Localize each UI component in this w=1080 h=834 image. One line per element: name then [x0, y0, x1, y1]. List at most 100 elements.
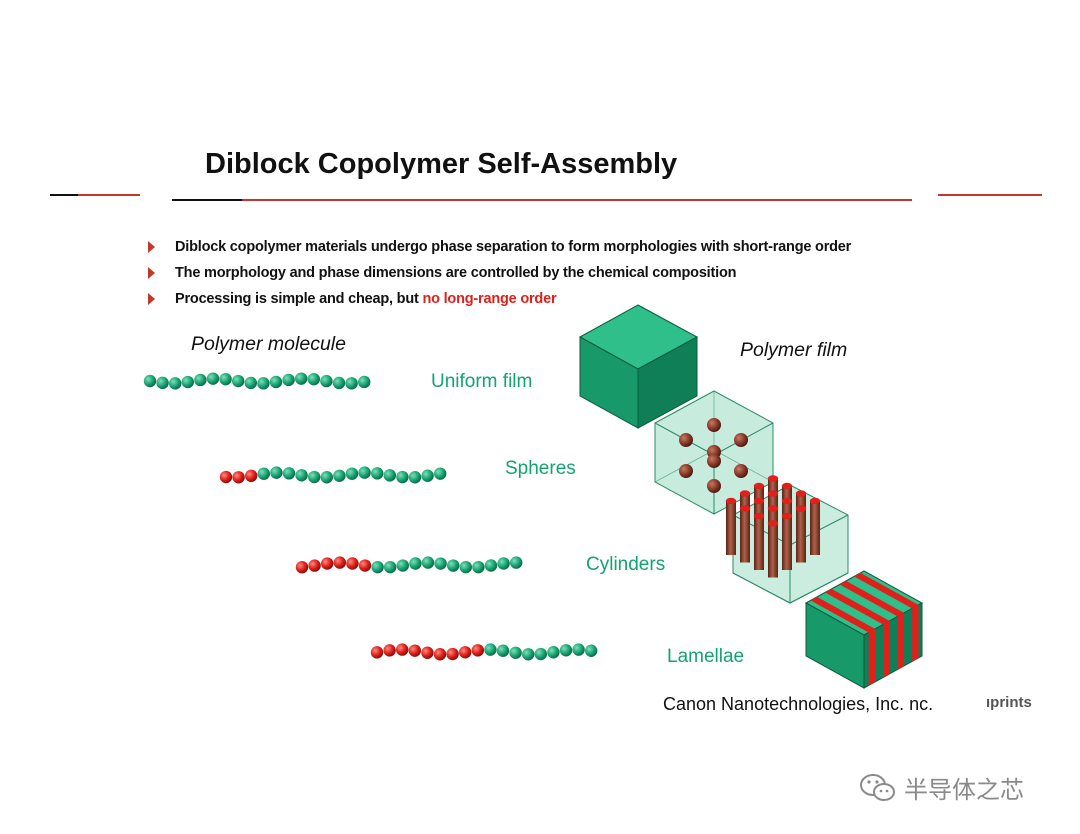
green-bead: [181, 375, 194, 389]
green-bead: [547, 646, 560, 659]
green-bead: [143, 374, 157, 388]
cylinder-top: [767, 490, 779, 497]
cylinder-top: [753, 497, 765, 505]
green-bead: [434, 467, 447, 480]
cylinder-top: [781, 512, 793, 520]
cylinder-top: [753, 482, 765, 490]
lamella-stripe: [883, 620, 890, 678]
green-bead: [232, 374, 245, 388]
green-bead: [295, 372, 308, 385]
cylinder-top: [739, 490, 751, 497]
lamellae-cube: [804, 570, 924, 689]
lamellae-label: Lamellae: [667, 646, 745, 667]
lamella-stripe: [868, 628, 876, 686]
green-bead: [257, 467, 270, 480]
cylinder-body: [810, 501, 820, 555]
red-bead: [308, 559, 321, 572]
lamella-stripe: [839, 580, 905, 617]
green-bead: [219, 372, 232, 386]
red-bead: [370, 646, 384, 659]
cylinder-top: [767, 520, 779, 527]
bullet-highlight: no long-range order: [422, 291, 557, 307]
credit-text: Canon Nanotechnologies, Inc. nc.: [663, 694, 934, 714]
watermark: 半导体之芯: [858, 770, 1024, 805]
red-bead: [421, 646, 434, 659]
spheres-label: Spheres: [505, 458, 576, 479]
green-bead: [522, 648, 535, 661]
red-bead: [333, 556, 346, 569]
green-bead: [333, 469, 346, 482]
cylinder-body: [796, 508, 806, 563]
green-bead: [244, 376, 257, 390]
green-bead: [358, 466, 371, 479]
cylinder-top: [753, 512, 765, 520]
lamella-stripe: [912, 604, 919, 662]
uniform-film-cube: [578, 304, 699, 429]
polymer-chains: [143, 372, 598, 661]
red-bead: [396, 643, 409, 656]
green-bead: [484, 643, 497, 656]
green-bead: [509, 646, 522, 659]
red-bead: [433, 648, 447, 661]
cylinder-body: [768, 523, 778, 578]
red-bead: [358, 559, 372, 572]
green-bead: [572, 643, 585, 656]
green-bead: [447, 559, 460, 572]
green-bead: [396, 470, 409, 484]
header-rule-mid-black: [172, 199, 242, 201]
slide-title: Diblock Copolymer Self-Assembly: [205, 148, 678, 180]
green-bead: [371, 560, 384, 574]
green-bead: [371, 467, 384, 480]
red-bead: [232, 471, 245, 484]
green-bead: [206, 372, 220, 385]
spheres-cube: [654, 390, 774, 515]
cylinder-body: [740, 508, 750, 563]
green-bead: [269, 375, 283, 389]
green-bead: [257, 377, 270, 390]
green-bead: [307, 372, 320, 386]
green-bead: [497, 557, 510, 570]
cylinder-body: [782, 516, 792, 570]
green-bead: [434, 557, 447, 570]
red-bead: [383, 644, 396, 657]
lamella-stripe: [897, 612, 905, 670]
green-bead: [295, 469, 308, 482]
green-bead: [384, 560, 397, 574]
red-bead: [219, 470, 233, 484]
green-bead: [510, 556, 523, 569]
cut-off-text: ıprints: [986, 694, 1032, 711]
green-bead: [320, 471, 333, 484]
cylinder-top: [809, 497, 821, 505]
green-bead: [409, 557, 422, 570]
bullet-list: Diblock copolymer materials undergo phas…: [148, 237, 851, 315]
green-bead: [282, 373, 295, 387]
green-bead: [320, 374, 333, 388]
uniform-film-label: Uniform film: [431, 371, 533, 392]
green-bead: [308, 470, 321, 484]
wechat-icon: [860, 773, 895, 801]
cylinders-label: Cylinders: [586, 554, 666, 575]
green-bead: [332, 376, 346, 390]
watermark-text: 半导体之芯: [904, 777, 1024, 804]
green-bead: [270, 466, 283, 479]
cylinder-top: [767, 475, 779, 482]
cylinder-body: [726, 501, 736, 555]
green-bead: [496, 644, 510, 657]
cylinder-top: [725, 497, 737, 505]
cylinder-top: [795, 505, 807, 512]
bullet-item: The morphology and phase dimensions are …: [148, 263, 851, 289]
bullet-arrow-icon: [148, 293, 155, 305]
header-rule-mid-red: [242, 199, 912, 201]
bullet-text: Processing is simple and cheap, but: [175, 291, 423, 307]
green-bead: [459, 560, 472, 574]
green-bead: [421, 469, 434, 482]
cylinder-top: [767, 505, 779, 512]
polymer-molecule-label: Polymer molecule: [191, 333, 346, 355]
green-bead: [169, 377, 182, 390]
cylinder-top: [795, 490, 807, 497]
header-rule-left-red: [78, 194, 140, 196]
polymer-film-label: Polymer film: [740, 339, 848, 361]
green-bead: [585, 644, 598, 657]
green-bead: [396, 559, 409, 572]
bullet-arrow-icon: [148, 241, 155, 253]
